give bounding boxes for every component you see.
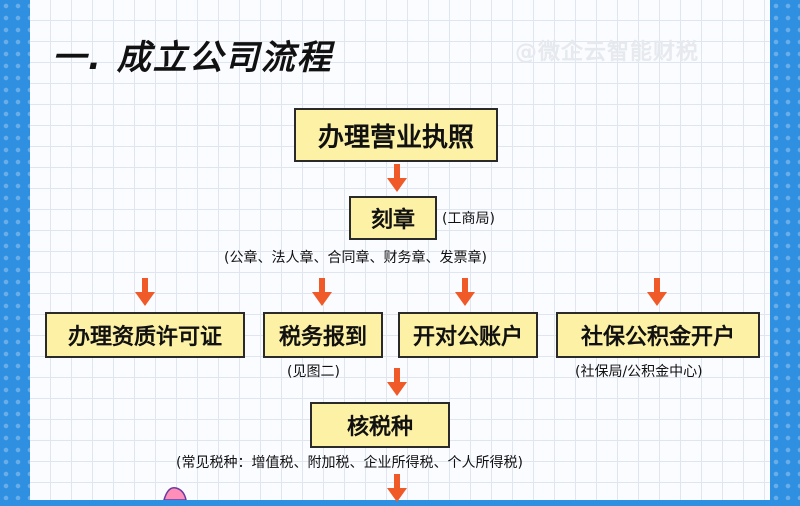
step-qualification: 办理资质许可证 [45, 312, 245, 358]
seal-agency-note: (工商局) [442, 208, 495, 228]
arrow-down-icon [453, 278, 477, 310]
arrow-down-icon [385, 474, 409, 506]
step-tax-registration: 税务报到 [263, 312, 383, 358]
arrow-down-icon [133, 278, 157, 310]
arrow-down-icon [385, 164, 409, 196]
step-bank-account: 开对公账户 [398, 312, 538, 358]
arrow-down-icon [385, 368, 409, 400]
left-border-pattern [0, 0, 30, 500]
tax-registration-note: (见图二) [287, 361, 340, 381]
step-seal: 刻章 [349, 196, 437, 240]
arrow-down-icon [645, 278, 669, 310]
seal-types-note: (公章、法人章、合同章、财务章、发票章) [224, 247, 487, 267]
step-social-security: 社保公积金开户 [556, 312, 760, 358]
step-business-license: 办理营业执照 [294, 108, 498, 162]
social-security-note: (社保局/公积金中心) [575, 361, 703, 381]
decorative-sticker-icon [160, 482, 190, 500]
right-border-pattern [770, 0, 800, 500]
step-tax-type: 核税种 [310, 402, 450, 448]
arrow-down-icon [310, 278, 334, 310]
watermark: @微企云智能财税 [515, 34, 699, 66]
tax-type-note: (常见税种：增值税、附加税、企业所得税、个人所得税) [176, 452, 523, 472]
page-title: 一. 成立公司流程 [52, 30, 333, 79]
